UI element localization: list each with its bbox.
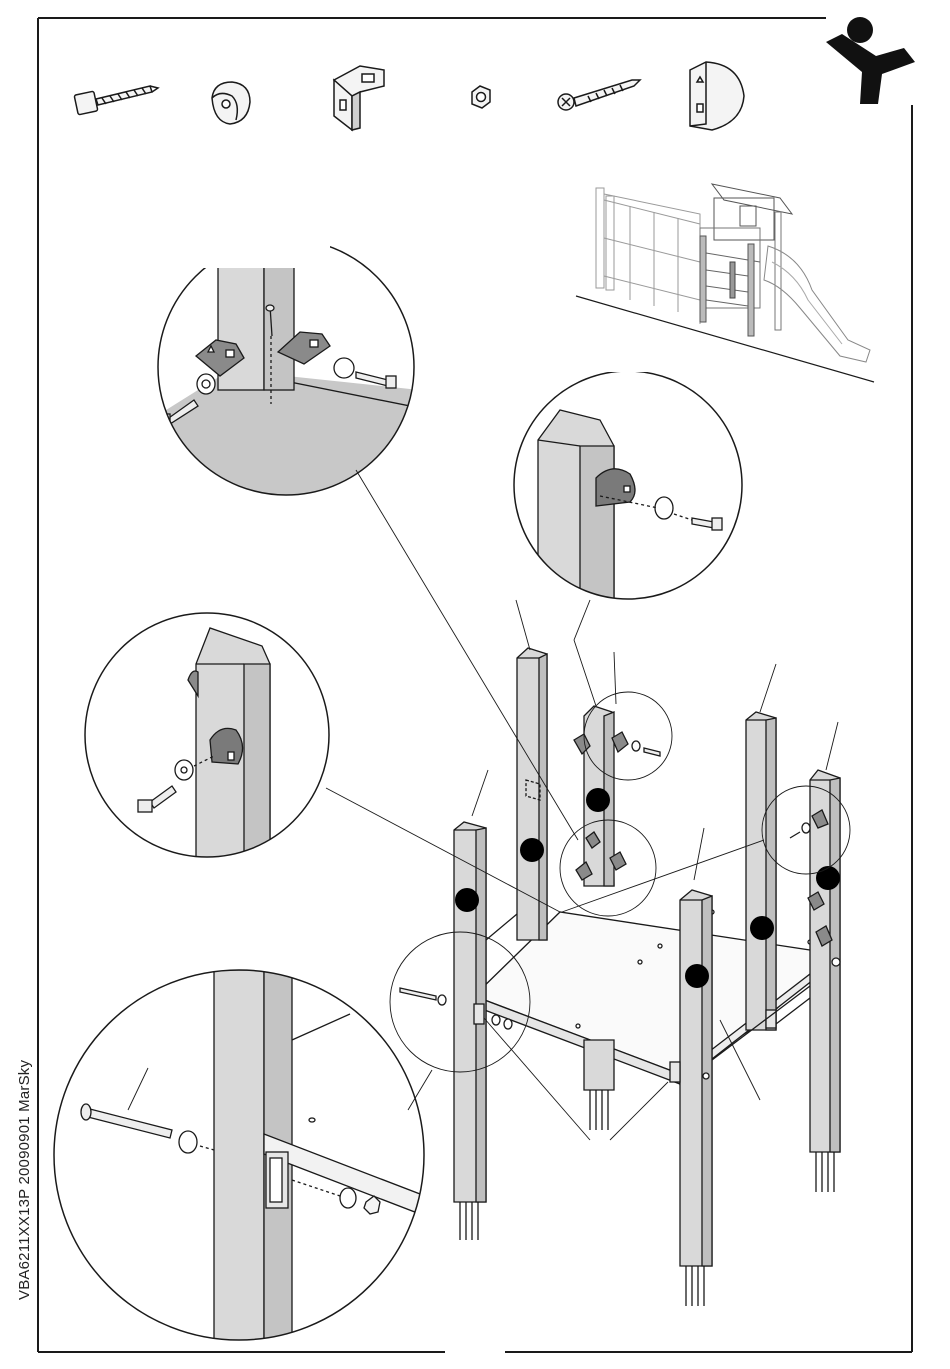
cap-nut-cover-icon <box>212 82 250 124</box>
playset-overview <box>576 184 874 382</box>
cross-head-wood-screw-icon <box>558 80 640 110</box>
detail-circle-post-bolt <box>85 613 329 860</box>
parts-row <box>74 62 744 130</box>
detail-circle-carriage-bolt <box>54 970 424 1369</box>
hex-nut-icon <box>472 86 490 108</box>
detail-circle-floor-corner <box>150 230 420 520</box>
marker-dot <box>520 838 544 862</box>
marker-dot <box>685 964 709 988</box>
marker-dot <box>750 916 774 940</box>
post-back-left <box>517 648 547 940</box>
post-front-left <box>454 822 486 1240</box>
post-back-right <box>746 712 776 1030</box>
rounded-single-bracket-icon <box>690 62 744 130</box>
document-code-label: VBA6211XX13P 20090901 MarSky <box>16 980 36 1300</box>
main-assembly <box>400 648 840 1306</box>
marker-dot <box>816 866 840 890</box>
marker-dot <box>586 788 610 812</box>
hex-lag-screw-icon <box>74 86 158 115</box>
jumping-figure-logo <box>826 17 915 104</box>
post-far-right <box>808 770 840 1192</box>
marker-dot <box>455 888 479 912</box>
detail-circle-post-bracket <box>514 370 742 600</box>
double-corner-bracket-icon <box>334 66 384 130</box>
